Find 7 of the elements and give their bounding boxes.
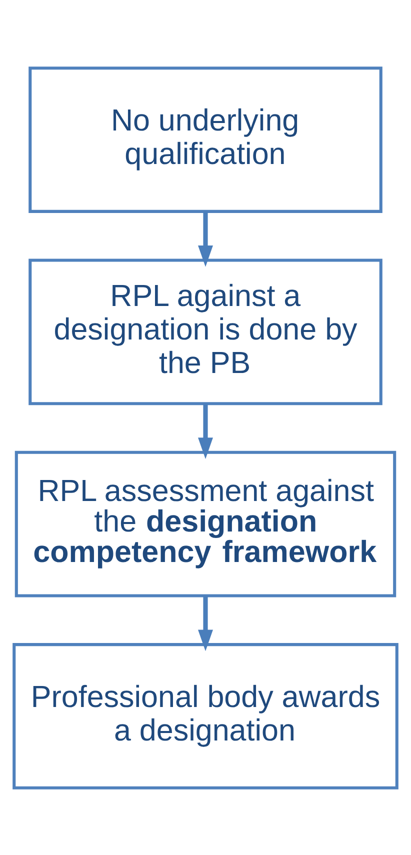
node-box: RPL against a designation is done by the PB bbox=[28, 258, 382, 405]
node-box: RPL assessment against the designation competency framework bbox=[14, 450, 396, 597]
arrow bbox=[198, 403, 213, 458]
arrow bbox=[198, 211, 213, 266]
node-box: No underlying qualification bbox=[28, 66, 382, 212]
node-box: Professional body awards a designation bbox=[12, 642, 398, 789]
arrow bbox=[198, 596, 213, 651]
